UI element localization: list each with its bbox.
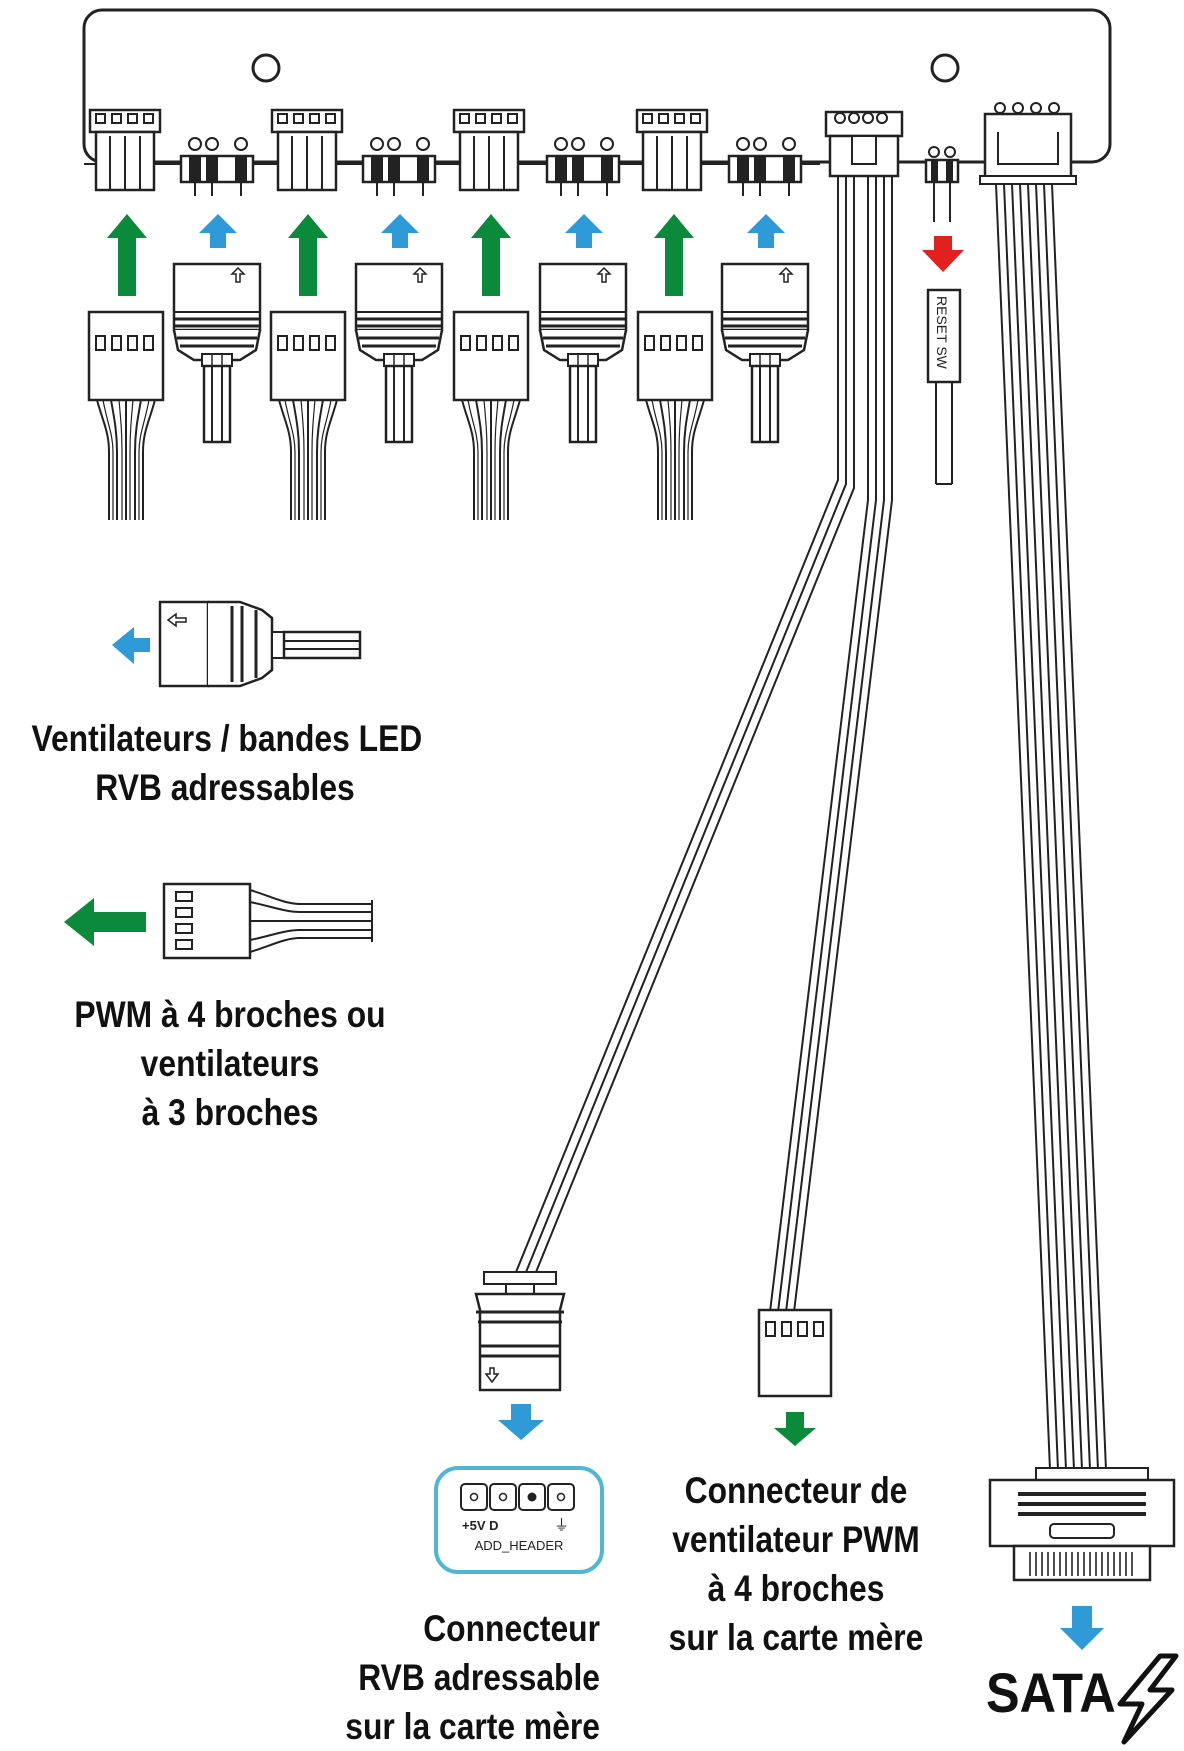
left-arrow-icon <box>64 898 146 946</box>
argb-input-cable <box>511 176 855 1283</box>
up-arrow-icon <box>747 214 785 248</box>
pwm-header-label: Connecteur de ventilateur PWM à 4 broche… <box>668 1470 924 1658</box>
down-arrow-icon <box>1060 1606 1104 1650</box>
reset-switch-cable: RESET SW <box>922 236 964 485</box>
motherboard-pwm-plug <box>757 1308 833 1446</box>
legend-fan-plug <box>64 882 373 960</box>
fan-plug-4 <box>636 310 714 522</box>
argb-devices-label: Ventilateurs / bandes LED RVB adressable… <box>31 718 423 808</box>
ground-symbol-icon: ⏚ <box>554 1517 569 1534</box>
fan-header-1[interactable] <box>88 108 162 192</box>
sata-cable <box>995 183 1107 1471</box>
argb-input-connector <box>824 110 904 178</box>
up-arrow-icon <box>199 214 237 248</box>
argb-header-label: Connecteur RVB adressable sur la carte m… <box>345 1608 600 1747</box>
add-header-name: ADD_HEADER <box>475 1538 564 1553</box>
down-arrow-icon <box>922 236 964 272</box>
sata-plug <box>988 1467 1176 1650</box>
left-arrow-icon <box>112 627 150 664</box>
up-arrow-icon <box>471 214 511 296</box>
argb-header-1[interactable] <box>179 136 255 198</box>
fan-header-4[interactable] <box>635 108 709 192</box>
fan-plug-1 <box>87 310 165 522</box>
argb-plug-3 <box>538 262 628 444</box>
down-arrow-icon <box>498 1404 544 1440</box>
fan-plug-3 <box>452 310 530 522</box>
argb-header-2[interactable] <box>361 136 437 198</box>
add-header-pins: +5V D <box>462 1518 499 1533</box>
lightning-bolt-icon <box>1117 1653 1179 1745</box>
up-arrow-icon <box>565 214 603 248</box>
reset-switch-label: RESET SW <box>934 296 950 370</box>
up-arrow-icon <box>381 214 419 248</box>
legend-argb-plug <box>112 600 362 688</box>
add-header-illustration: +5V D ⏚ ADD_HEADER <box>434 1466 604 1574</box>
argb-header-4[interactable] <box>727 136 803 198</box>
reset-switch-header <box>924 146 960 222</box>
fan-plug-2 <box>269 310 347 522</box>
down-arrow-icon <box>774 1412 816 1446</box>
argb-plug-1 <box>172 262 262 444</box>
argb-header-3[interactable] <box>545 136 621 198</box>
up-arrow-icon <box>288 214 328 296</box>
up-arrow-icon <box>654 214 694 296</box>
sata-label: SATA <box>986 1661 1116 1724</box>
fan-header-3[interactable] <box>452 108 526 192</box>
argb-plug-2 <box>354 262 444 444</box>
fan-devices-label: PWM à 4 broches ou ventilateurs à 3 broc… <box>74 994 386 1133</box>
motherboard-argb-plug <box>474 1271 566 1440</box>
fan-header-2[interactable] <box>270 108 344 192</box>
sata-input-connector <box>979 102 1077 185</box>
argb-plug-4 <box>720 262 810 444</box>
up-arrow-icon <box>107 214 147 296</box>
pwm-input-cable <box>769 176 893 1313</box>
